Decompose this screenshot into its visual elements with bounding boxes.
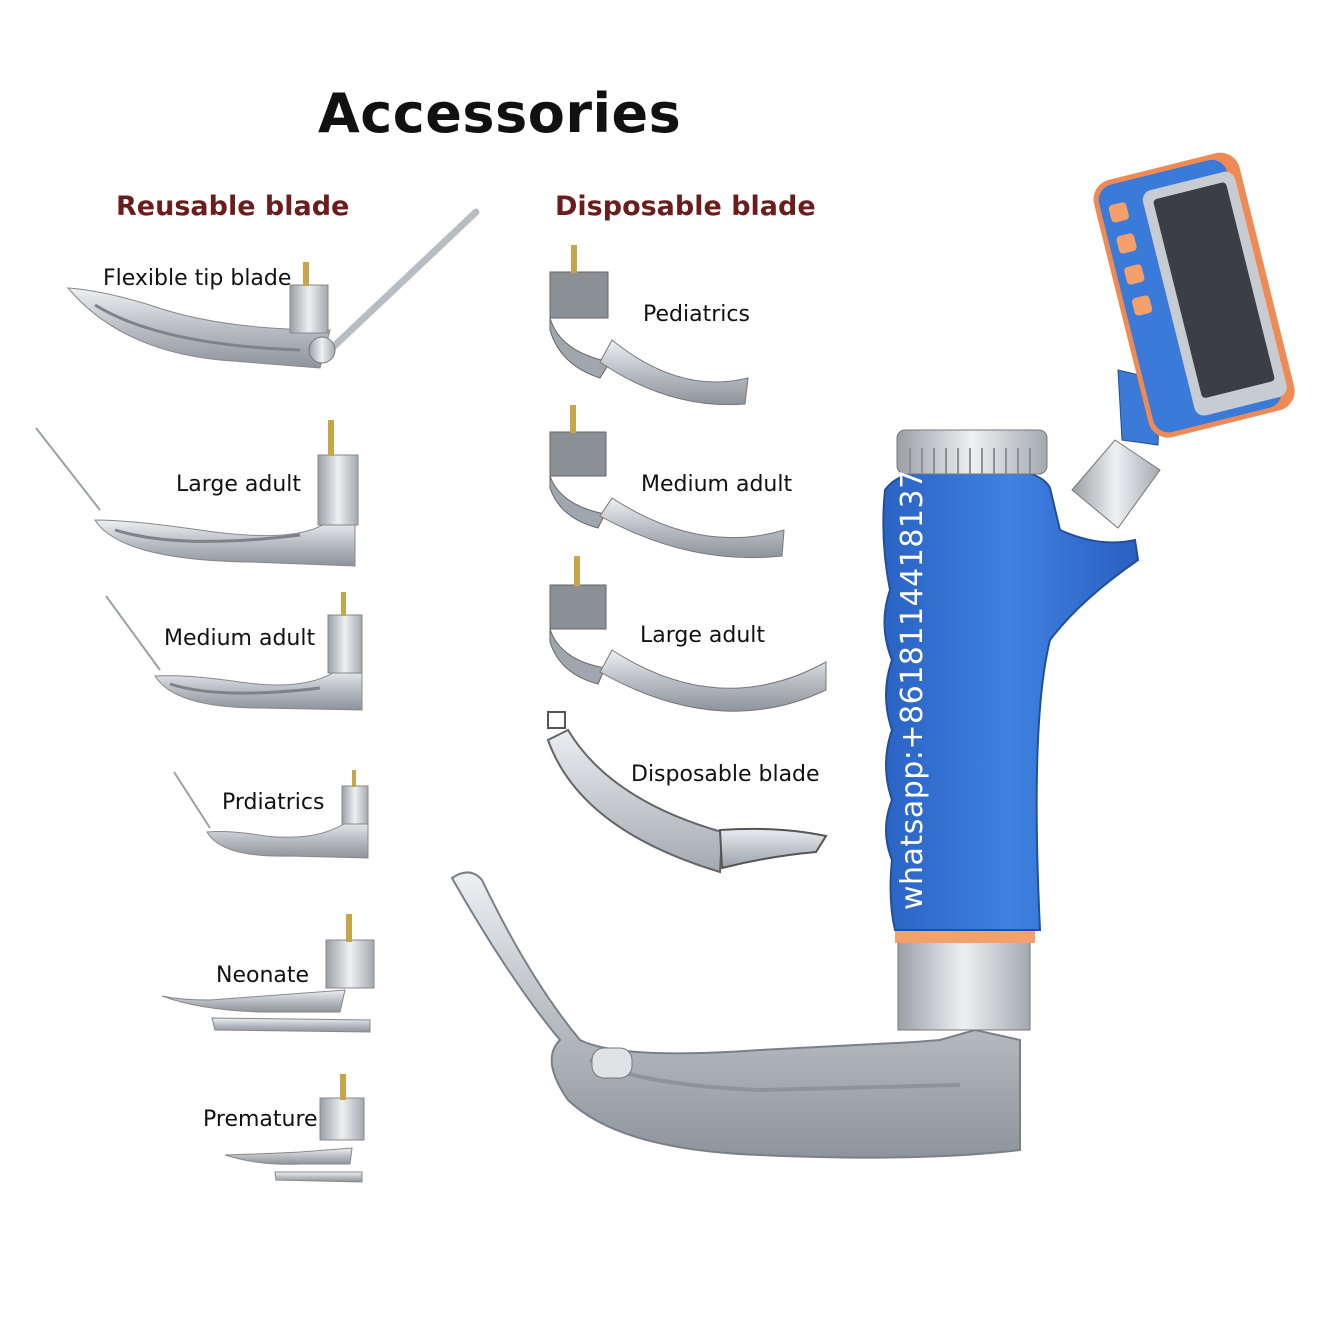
label-reusable-large-adult: Large adult <box>176 472 302 497</box>
label-disposable-medium-adult: Medium adult <box>641 472 793 497</box>
label-reusable-pediatrics: Prdiatrics <box>222 790 325 815</box>
handle-contact-text: whatsapp:+8618114418137 <box>895 469 930 910</box>
neonate-blade-image <box>161 914 375 1033</box>
label-disposable-large-adult: Large adult <box>640 623 766 648</box>
reusable-blade-heading: Reusable blade <box>116 191 350 222</box>
label-disposable-blade: Disposable blade <box>631 762 820 787</box>
disposable-blade-heading: Disposable blade <box>555 191 816 222</box>
label-disposable-pediatrics: Pediatrics <box>643 302 750 327</box>
disposable-medium-adult-blade-image <box>549 405 785 559</box>
clear-disposable-blade-image <box>546 711 828 874</box>
premature-blade-image <box>224 1074 365 1183</box>
disposable-large-adult-blade-image <box>549 556 827 712</box>
reusable-large-adult-blade-image <box>35 420 359 567</box>
page-title: Accessories <box>318 82 682 145</box>
reusable-medium-adult-blade-image <box>105 592 363 711</box>
label-flexible-tip-blade: Flexible tip blade <box>103 266 292 291</box>
flexible-tip-blade-image <box>66 208 480 369</box>
video-laryngoscope-image <box>450 152 1295 1159</box>
label-premature: Premature <box>203 1107 318 1132</box>
label-reusable-medium-adult: Medium adult <box>164 626 316 651</box>
disposable-pediatrics-blade-image <box>549 245 749 406</box>
label-neonate: Neonate <box>216 963 310 988</box>
reusable-pediatrics-blade-image <box>173 770 369 859</box>
